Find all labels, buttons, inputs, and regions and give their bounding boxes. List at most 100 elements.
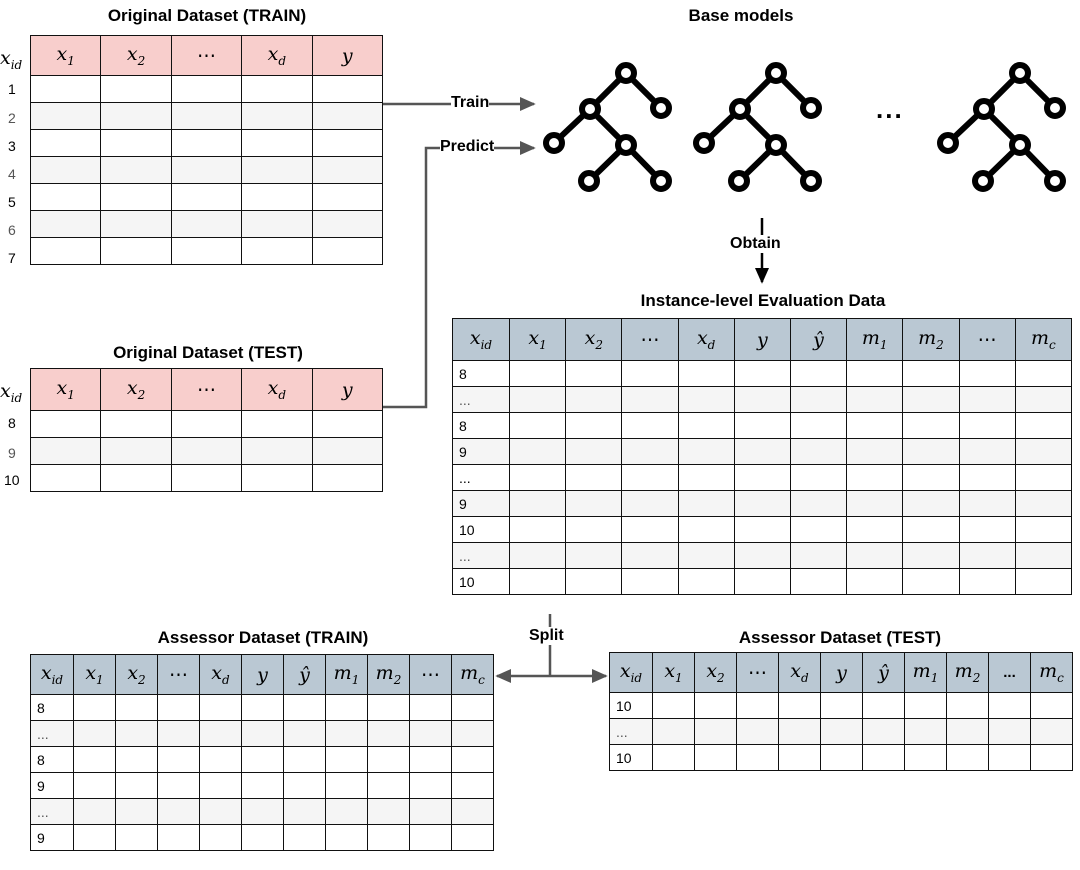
col-mc-header: mc — [1030, 652, 1073, 693]
row-id: 9 — [8, 445, 16, 461]
col-yhat-header: ŷ — [789, 318, 848, 361]
table-row: ... — [452, 464, 1073, 491]
table-row — [29, 210, 384, 238]
predict-arrow — [383, 141, 536, 409]
row-id: 9 — [30, 824, 74, 851]
row-id: 2 — [8, 110, 16, 126]
col-x1-header: x1 — [508, 318, 567, 361]
row-id: ... — [30, 720, 74, 747]
row-id: 5 — [8, 194, 16, 210]
col-x2-header: x2 — [115, 654, 158, 695]
test-id-header: xid — [0, 380, 23, 405]
table-row: ... — [30, 720, 494, 747]
col-x1-header: x1 — [29, 35, 102, 76]
col-x2-header: x2 — [694, 652, 737, 693]
train-table: x1 x2 ⋯ xd y — [29, 35, 384, 265]
col-xid-header: xid — [452, 318, 510, 361]
predict-label: Predict — [440, 138, 495, 156]
col-x1-header: x1 — [73, 654, 116, 695]
col-xd-header: xd — [241, 35, 313, 76]
table-row: 10 — [609, 692, 1073, 719]
table-row: 10 — [609, 744, 1073, 771]
col-mc-header: mc — [1014, 318, 1073, 361]
tree-model-icon — [696, 65, 819, 189]
row-id: 7 — [8, 250, 16, 266]
col-dots2-header: ⋯ — [958, 318, 1016, 361]
assessor-train-title: Assessor Dataset (TRAIN) — [157, 628, 369, 647]
col-m2-header: m2 — [902, 318, 960, 361]
table-row: 10 — [452, 568, 1073, 595]
table-row: 10 — [452, 516, 1073, 543]
col-mc-header: mc — [451, 654, 494, 695]
col-x2-header: x2 — [565, 318, 623, 361]
train-id-header: xid — [0, 47, 23, 72]
table-row: 9 — [30, 772, 494, 799]
table-row — [29, 410, 384, 438]
eval-data-title: Instance-level Evaluation Data — [640, 291, 886, 310]
table-row: 8 — [452, 360, 1073, 387]
row-id: ... — [452, 386, 510, 413]
col-dots-header: ⋯ — [157, 654, 200, 695]
table-row: ... — [452, 386, 1073, 413]
col-y-header: y — [241, 654, 284, 695]
col-y-header: y — [820, 652, 863, 693]
assessor-test-title: Assessor Dataset (TEST) — [738, 628, 942, 647]
col-yhat-header: ŷ — [862, 652, 905, 693]
col-xd-header: xd — [199, 654, 242, 695]
table-row — [29, 437, 384, 465]
table-row: 9 — [452, 438, 1073, 465]
table-row: 8 — [452, 412, 1073, 439]
row-id: 10 — [452, 516, 510, 543]
row-id: ... — [452, 464, 510, 491]
col-dots-header: ⋯ — [621, 318, 679, 361]
col-m2-header: m2 — [367, 654, 410, 695]
obtain-label: Obtain — [730, 235, 781, 253]
train-label: Train — [451, 94, 490, 112]
col-xid-header: xid — [30, 654, 74, 695]
assessor-test-table: xid x1 x2 ⋯ xd y ŷ m1 m2 ... mc 10...10 — [609, 652, 1073, 771]
row-id: 3 — [8, 138, 16, 154]
col-x1-header: x1 — [29, 368, 102, 411]
row-id: 9 — [452, 490, 510, 517]
col-y-header: y — [311, 35, 384, 76]
row-id: 10 — [609, 744, 653, 771]
col-x2-header: x2 — [100, 368, 172, 411]
tree-model-icon — [940, 65, 1063, 189]
table-row — [29, 75, 384, 103]
col-x2-header: x2 — [100, 35, 172, 76]
table-row: 9 — [30, 824, 494, 851]
row-id: 4 — [8, 166, 16, 182]
table-row: ... — [452, 542, 1073, 569]
table-row — [29, 464, 384, 492]
tree-model-icon — [546, 65, 669, 189]
test-dataset-title: Original Dataset (TEST) — [113, 343, 303, 362]
models-ellipsis: ... — [876, 94, 904, 124]
base-models-title: Base models — [688, 6, 794, 25]
table-row: ... — [609, 718, 1073, 745]
table-row — [29, 102, 384, 130]
row-id: 6 — [8, 222, 16, 238]
col-xid-header: xid — [609, 652, 653, 693]
col-y-header: y — [733, 318, 791, 361]
col-m1-header: m1 — [904, 652, 947, 693]
table-row: 8 — [30, 746, 494, 773]
row-id: 1 — [8, 81, 16, 97]
row-id: 8 — [452, 360, 510, 387]
train-dataset-title: Original Dataset (TRAIN) — [107, 6, 307, 25]
col-y-header: y — [311, 368, 384, 411]
table-row: 8 — [30, 694, 494, 721]
col-dots-header: ⋯ — [170, 368, 243, 411]
row-id: ... — [30, 798, 74, 825]
row-id: 8 — [8, 415, 16, 431]
col-m1-header: m1 — [846, 318, 904, 361]
split-label: Split — [529, 627, 564, 645]
col-dots-header: ⋯ — [736, 652, 779, 693]
table-row — [29, 237, 384, 265]
table-row: 9 — [452, 490, 1073, 517]
col-xd-header: xd — [677, 318, 735, 361]
col-xd-header: xd — [778, 652, 821, 693]
col-x1-header: x1 — [652, 652, 695, 693]
